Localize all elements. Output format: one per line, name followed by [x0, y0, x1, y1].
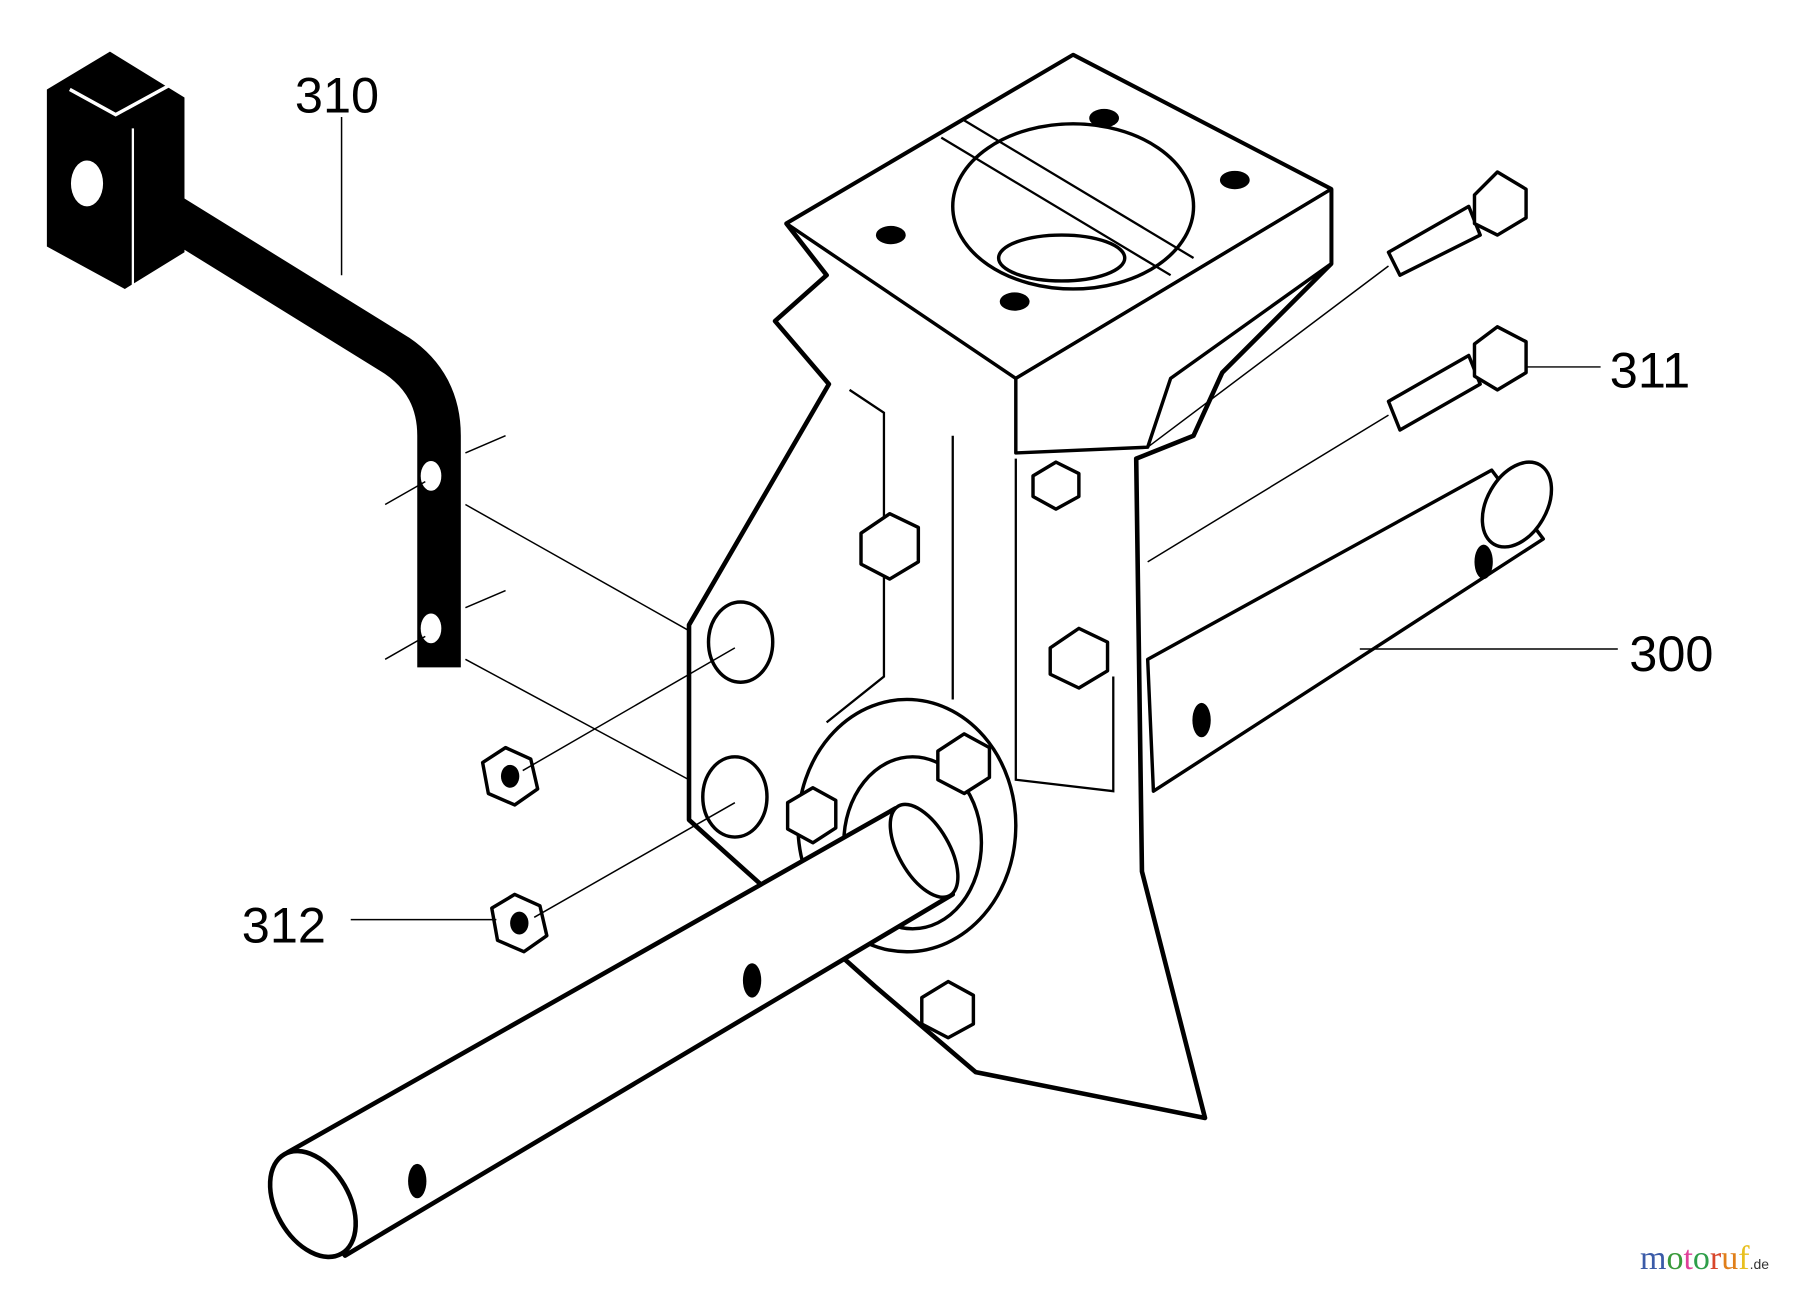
watermark-tld: .de [1749, 1256, 1770, 1272]
watermark-logo: motoruf.de [1640, 1240, 1769, 1278]
part-label-300: 300 [1629, 625, 1713, 682]
watermark-letter: o [1692, 1240, 1710, 1277]
assembly-lines [384, 265, 1389, 918]
watermark-letter: r [1709, 1240, 1722, 1277]
part-label-312: 312 [242, 897, 326, 954]
nuts-312 [480, 745, 549, 954]
rear-shaft [1145, 460, 1554, 793]
watermark-letter: u [1721, 1240, 1739, 1277]
bolts-311 [1386, 170, 1528, 432]
watermark-letter: t [1683, 1240, 1693, 1277]
part-label-310: 310 [295, 66, 379, 123]
bracket-310 [46, 51, 461, 668]
watermark-letter: m [1640, 1240, 1667, 1277]
front-shaft [267, 802, 960, 1260]
watermark-letter: f [1738, 1240, 1750, 1277]
watermark-text: motoruf [1640, 1240, 1750, 1278]
part-label-311: 311 [1610, 342, 1690, 399]
watermark-letter: o [1666, 1240, 1684, 1277]
